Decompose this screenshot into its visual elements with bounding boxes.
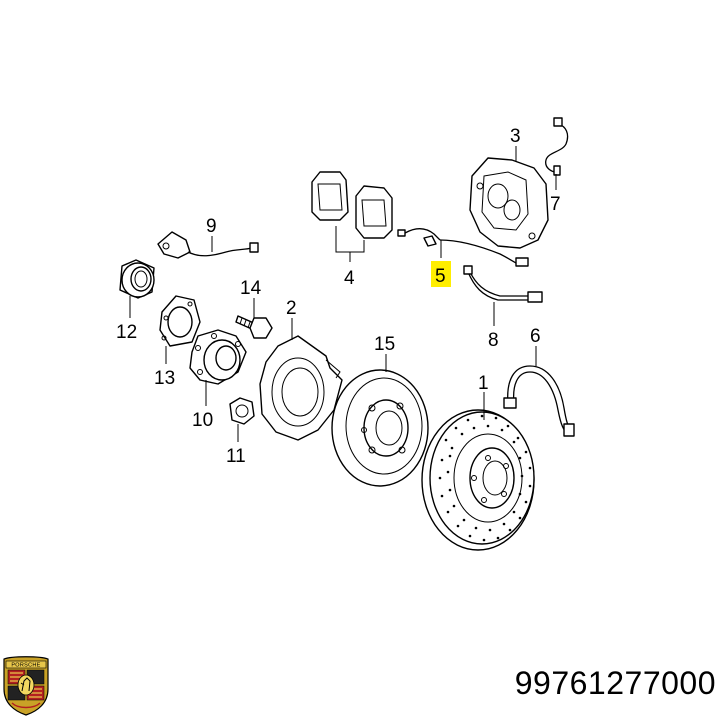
- callout-9: 9: [206, 216, 217, 237]
- crest-wordmark: PORSCHE: [11, 663, 40, 669]
- porsche-crest-logo: PORSCHE: [3, 656, 49, 716]
- part-4-brake-pads: [311, 171, 393, 239]
- callout-7: 7: [550, 194, 561, 215]
- callout-5-highlight: [431, 261, 451, 287]
- callout-15: 15: [374, 334, 395, 355]
- callout-2: 2: [286, 298, 297, 319]
- part-3-brake-caliper: [469, 157, 549, 249]
- part-12-wheel-bearing: [119, 259, 155, 299]
- leader-lines: [129, 146, 557, 442]
- part-14-bolt: [235, 315, 273, 339]
- callout-8: 8: [488, 330, 499, 351]
- callout-10: 10: [192, 410, 213, 431]
- part-8-brake-line: [463, 265, 543, 303]
- part-10-wheel-hub: [189, 329, 247, 385]
- part-6-brake-hose: [503, 365, 575, 437]
- part-number: 99761277000: [514, 665, 716, 701]
- callout-12: 12: [116, 322, 137, 343]
- callout-3: 3: [510, 126, 521, 147]
- part-2-splash-shield: [259, 335, 343, 441]
- callout-14: 14: [240, 278, 262, 299]
- part-5-wear-sensor: [397, 227, 529, 267]
- part-13-plate: [159, 295, 201, 347]
- part-15-brake-disc: [331, 369, 429, 487]
- callout-labels: 1 2 3 4 5 6 7 8 9 10 11 12 13 14 15: [116, 126, 561, 467]
- callout-5: 5: [435, 266, 446, 287]
- callout-13: 13: [154, 368, 175, 389]
- callout-6: 6: [530, 326, 541, 347]
- disc-drill-holes: [438, 414, 532, 542]
- part-11-nut: [229, 397, 255, 425]
- callout-4: 4: [344, 268, 355, 289]
- part-7-brake-line: [545, 117, 569, 176]
- part-1-cross-drilled-disc: [421, 409, 535, 551]
- callout-1: 1: [478, 373, 489, 394]
- part-9-abs-sensor: [157, 231, 259, 259]
- callout-11: 11: [226, 446, 246, 467]
